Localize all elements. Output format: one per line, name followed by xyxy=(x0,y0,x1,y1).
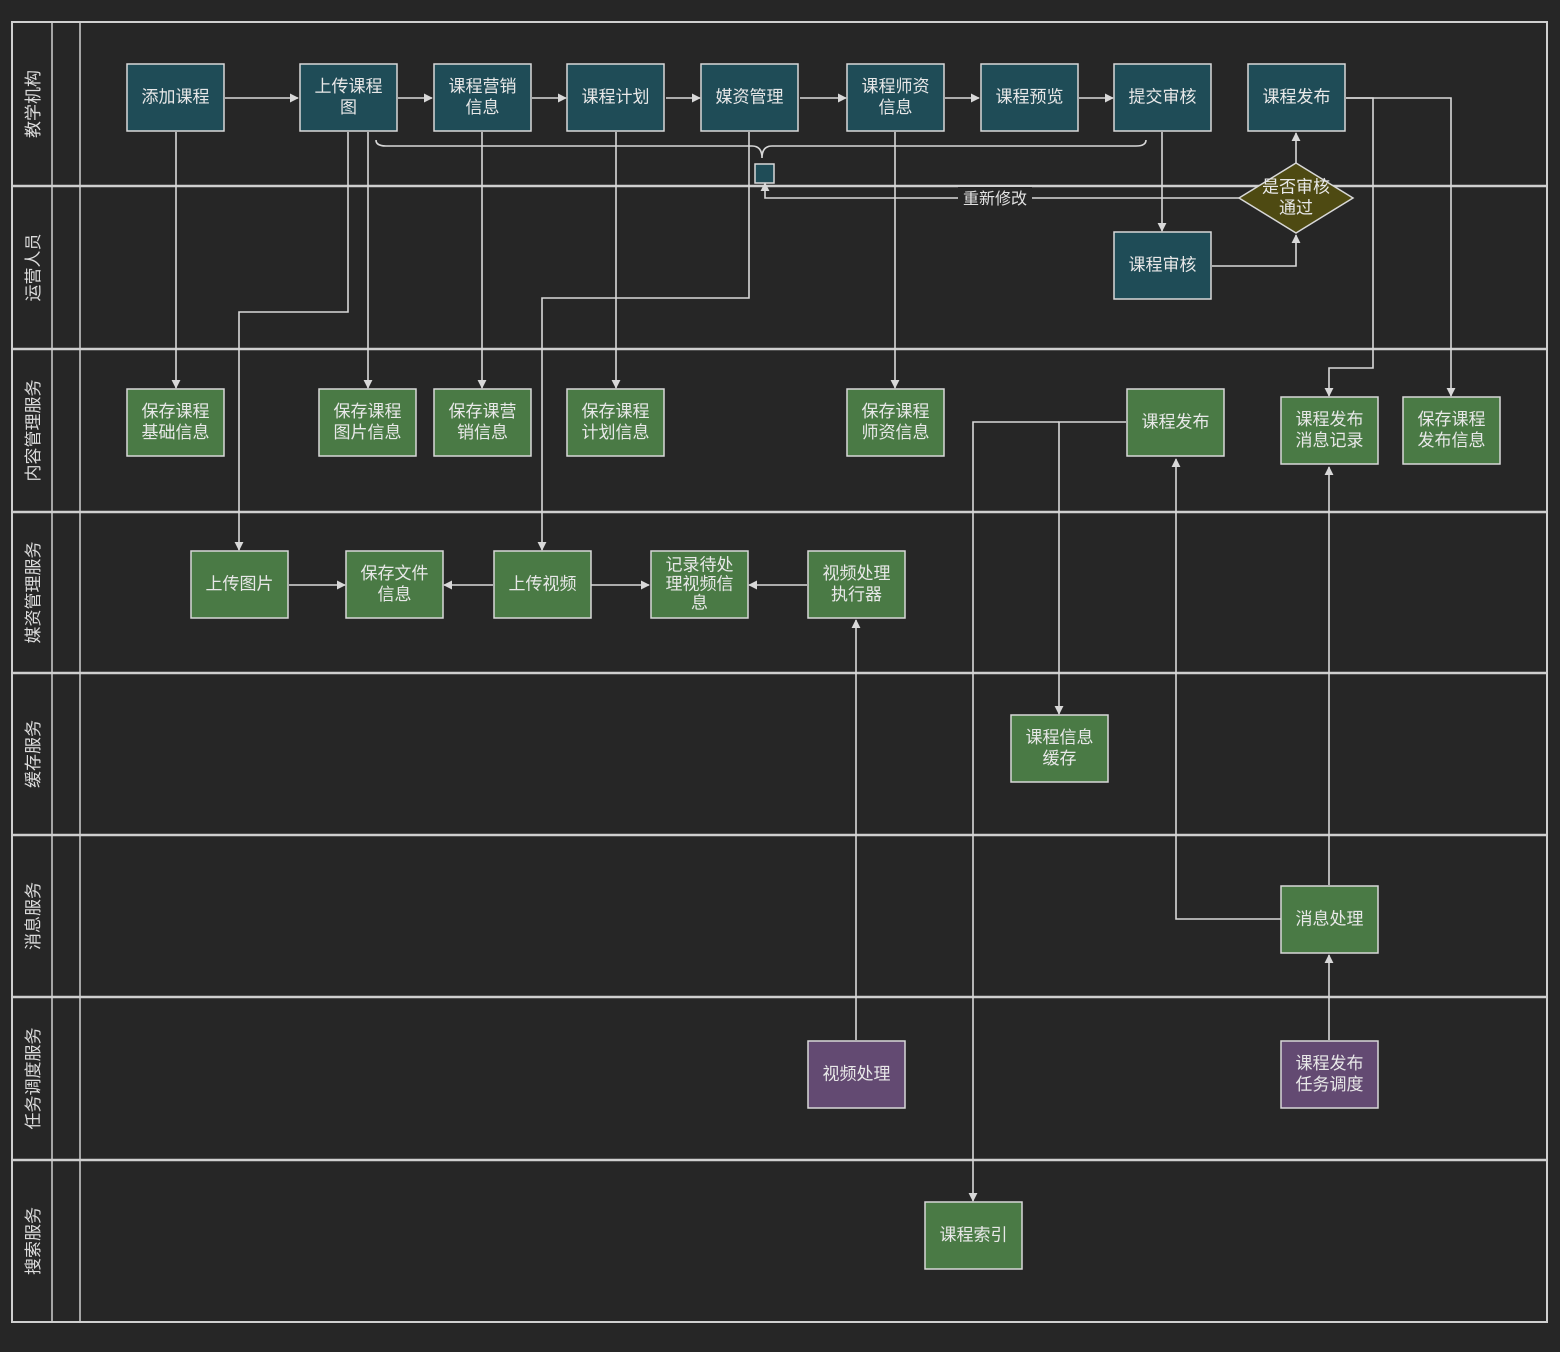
node-label-course-preview: 课程预览 xyxy=(996,88,1064,108)
edge-msg-to-cms-publish xyxy=(1171,458,1281,920)
node-label-submit-review: 提交审核 xyxy=(1129,88,1197,108)
node-label-course-publish-cms: 课程发布 xyxy=(1142,413,1210,433)
node-label-video-executor: 执行器 xyxy=(831,585,882,605)
lane-label-media: 媒资管理服务 xyxy=(24,542,44,644)
node-label-save-basic: 基础信息 xyxy=(142,423,210,443)
node-label-media-mgmt: 媒资管理 xyxy=(716,88,784,108)
lane-label-search: 搜索服务 xyxy=(24,1207,44,1275)
node-label-course-info-cache: 课程信息 xyxy=(1026,728,1094,748)
node-label-course-review: 课程审核 xyxy=(1129,256,1197,276)
edge-media-to-upload-video xyxy=(537,132,750,551)
node-label-save-img: 图片信息 xyxy=(334,423,402,443)
lane-label-edu: 教学机构 xyxy=(24,70,44,138)
lane-label-msg: 消息服务 xyxy=(24,882,44,950)
node-course-publish-top: 课程发布 xyxy=(1247,63,1346,132)
node-course-plan: 课程计划 xyxy=(566,63,665,132)
node-label-publish-msg-record: 消息记录 xyxy=(1296,431,1364,451)
edge-label-remodify: 重新修改 xyxy=(963,189,1027,208)
node-submit-review: 提交审核 xyxy=(1113,63,1212,132)
lane-label-cms: 内容管理服务 xyxy=(24,380,44,482)
node-label-course-info-cache: 缓存 xyxy=(1043,749,1077,769)
node-course-index: 课程索引 xyxy=(924,1201,1023,1270)
node-label-save-file-info: 信息 xyxy=(378,585,412,605)
node-label-upload-video: 上传视频 xyxy=(509,575,577,595)
node-label-course-publish-top: 课程发布 xyxy=(1263,88,1331,108)
node-label-save-teacher: 师资信息 xyxy=(862,423,930,443)
node-label-save-marketing: 销信息 xyxy=(457,423,508,443)
node-label-save-basic: 保存课程 xyxy=(142,402,210,422)
node-label-course-teacher: 信息 xyxy=(879,98,913,118)
node-label-video-executor: 视频处理 xyxy=(823,564,891,584)
node-upload-video: 上传视频 xyxy=(493,550,592,619)
edges xyxy=(171,93,1456,1202)
edge-upload-to-upload-image xyxy=(234,132,349,551)
node-label-save-file-info: 保存文件 xyxy=(361,564,429,584)
node-media-mgmt: 媒资管理 xyxy=(700,63,799,132)
node-label-save-publish-info: 保存课程 xyxy=(1418,410,1486,430)
node-video-process: 视频处理 xyxy=(807,1040,906,1109)
node-label-save-plan: 保存课程 xyxy=(582,402,650,422)
node-label-upload-course-img: 上传课程 xyxy=(315,77,383,97)
node-label-publish-task-sched: 课程发布 xyxy=(1296,1054,1364,1074)
node-label-save-marketing: 保存课营 xyxy=(449,402,517,422)
node-upload-image: 上传图片 xyxy=(190,550,289,619)
node-label-publish-task-sched: 任务调度 xyxy=(1296,1075,1364,1095)
node-label-video-process: 视频处理 xyxy=(823,1065,891,1085)
edge-publish-to-msg-record xyxy=(1324,97,1374,397)
node-label-course-marketing: 信息 xyxy=(466,98,500,118)
nodes: 添加课程上传课程图课程营销信息课程计划媒资管理课程师资信息课程预览提交审核课程发… xyxy=(126,63,1501,1270)
junction-box xyxy=(754,163,775,184)
brace xyxy=(375,139,1147,159)
node-label-record-pending-video: 息 xyxy=(691,594,708,614)
node-label-save-publish-info: 发布信息 xyxy=(1418,431,1486,451)
node-label-save-teacher: 保存课程 xyxy=(862,402,930,422)
lane-label-cache: 缓存服务 xyxy=(24,720,44,788)
node-label-course-index: 课程索引 xyxy=(940,1226,1008,1246)
node-label-record-pending-video: 记录待处 xyxy=(666,556,734,576)
edge-review-to-decision xyxy=(1212,234,1301,267)
lane-label-ops: 运营人员 xyxy=(24,234,44,302)
edge-publish-to-save-info xyxy=(1346,97,1456,397)
node-label-add-course: 添加课程 xyxy=(142,88,210,108)
node-add-course: 添加课程 xyxy=(126,63,225,132)
node-label-save-img: 保存课程 xyxy=(334,402,402,422)
node-label-course-marketing: 课程营销 xyxy=(449,77,517,97)
node-label-upload-image: 上传图片 xyxy=(206,575,274,595)
node-msg-process: 消息处理 xyxy=(1280,885,1379,954)
node-course-review: 课程审核 xyxy=(1113,231,1212,300)
node-course-publish-cms: 课程发布 xyxy=(1126,388,1225,457)
lane-label-sched: 任务调度服务 xyxy=(24,1028,44,1130)
node-label-publish-msg-record: 课程发布 xyxy=(1296,410,1364,430)
node-course-preview: 课程预览 xyxy=(980,63,1079,132)
node-label-course-plan: 课程计划 xyxy=(582,88,650,108)
node-label-upload-course-img: 图 xyxy=(340,98,357,118)
edge-cms-publish-to-cache xyxy=(1054,421,1126,715)
edge-cms-publish-to-index xyxy=(968,421,1059,1202)
node-label-review-decision: 是否审核 xyxy=(1262,178,1330,198)
edge-remodify xyxy=(760,182,1240,199)
node-label-course-teacher: 课程师资 xyxy=(862,77,930,97)
node-label-msg-process: 消息处理 xyxy=(1296,910,1364,930)
node-label-record-pending-video: 理视频信 xyxy=(666,575,734,595)
node-label-review-decision: 通过 xyxy=(1279,199,1313,219)
node-label-save-plan: 计划信息 xyxy=(582,423,650,443)
